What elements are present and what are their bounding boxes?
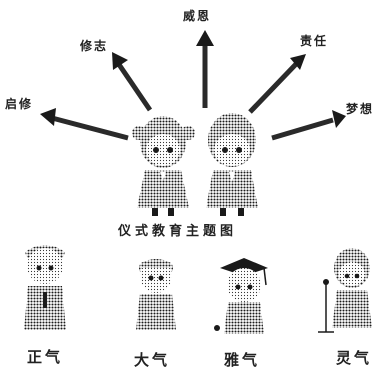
label-zhengqi: 正气: [27, 348, 64, 366]
figure-zhengqi: [24, 245, 66, 330]
label-weien: 威恩: [183, 9, 212, 23]
label-qixiu: 启修: [5, 97, 34, 111]
label-yaqi: 雅气: [224, 351, 261, 369]
arrow-to-xiuzhi: [115, 61, 153, 112]
label-lingqi: 灵气: [336, 349, 373, 367]
arrowhead-xiuzhi: [112, 52, 128, 70]
figure-yaqi: [214, 258, 268, 334]
arrow-heads: [40, 30, 346, 128]
arrowhead-zeren: [290, 54, 306, 70]
arrow-to-qixiu: [51, 115, 129, 141]
figure-daqi: [136, 259, 176, 330]
arrowhead-mengxiang: [332, 110, 346, 128]
arrow-to-mengxiang: [271, 117, 334, 141]
label-xiuzhi: 修志: [80, 39, 109, 53]
radiating-arrows: [51, 42, 334, 141]
label-mengxiang: 梦想: [346, 102, 375, 116]
arrowhead-weien: [196, 30, 214, 46]
arrow-to-zeren: [248, 60, 300, 114]
label-zeren: 责任: [300, 34, 329, 48]
figure-lingqi: [318, 248, 372, 333]
center-caption: 仪式教育主题图: [118, 224, 238, 239]
arrowhead-qixiu: [40, 108, 56, 126]
girl-figure: [132, 116, 195, 216]
boy-figure: [206, 113, 258, 216]
label-daqi: 大气: [134, 351, 171, 369]
